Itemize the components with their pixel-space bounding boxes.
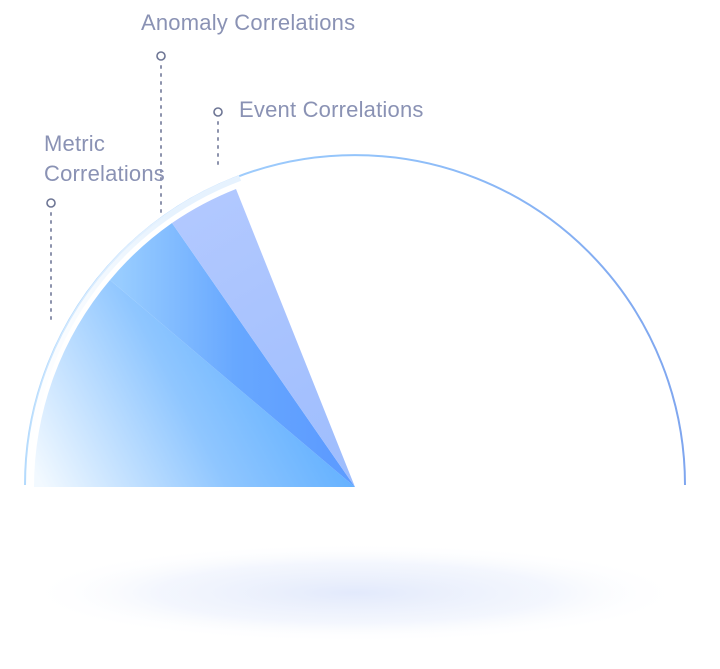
wedge-anomaly-correlations [110,223,355,487]
marker-metric-icon [46,198,56,208]
wedge-metric-correlations [34,280,355,487]
leader-metric [46,198,56,323]
leader-anomaly [156,51,166,213]
wedge-event-correlations [172,189,355,487]
leader-event [213,107,223,171]
inner-arc-band [24,175,242,486]
marker-anomaly-icon [156,51,166,61]
label-anomaly-correlations: Anomaly Correlations [141,10,356,35]
label-metric-correlations: Metric Correlations [44,131,166,186]
ground-shadow [25,543,685,643]
marker-event-icon [213,107,223,117]
label-event-correlations: Event Correlations [239,97,424,122]
